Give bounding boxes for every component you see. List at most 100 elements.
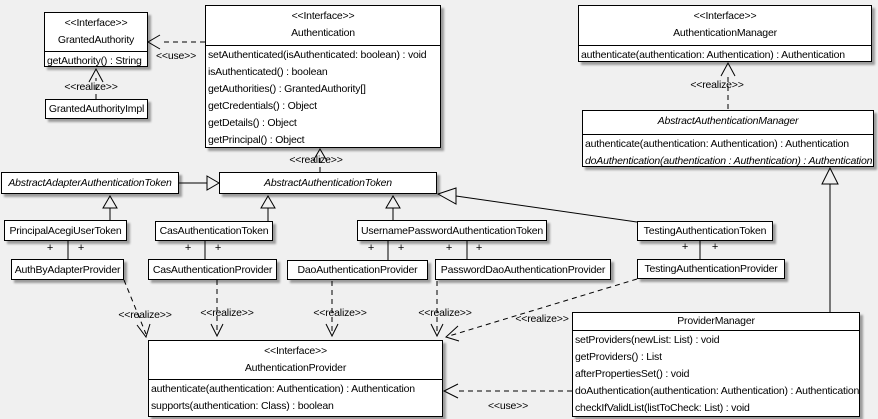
class-casauthenticationprovider[interactable]: CasAuthenticationProvider [148, 259, 277, 280]
class-abstractauthenticationtoken[interactable]: AbstractAuthenticationToken [219, 172, 437, 194]
method-label: getProviders() : List [575, 351, 662, 363]
association-end-plus: + [397, 242, 405, 254]
class-grantedauthority[interactable]: <<Interface>> GrantedAuthority getAuthor… [44, 12, 148, 67]
class-name: AuthenticationProvider [244, 362, 347, 374]
methods-compartment: setAuthenticated(isAuthenticated: boolea… [206, 45, 440, 147]
class-name: AbstractAdapterAuthenticationToken [8, 177, 172, 189]
realize-edge-grantedauthorityimpl-to-grantedauthority [88, 67, 104, 99]
association-end-plus: + [711, 241, 719, 253]
class-name: ProviderManager [677, 315, 755, 327]
association-end-plus: + [184, 242, 192, 254]
realize-label: <<realize>> [118, 309, 172, 321]
class-name: GrantedAuthority [57, 34, 135, 46]
class-authbyadapterprovider[interactable]: AuthByAdapterProvider [11, 259, 124, 280]
method-label: isAuthenticated() : boolean [208, 66, 328, 78]
realize-label: <<realize>> [690, 79, 744, 91]
class-name: AbstractAuthenticationToken [264, 177, 392, 189]
stereotype-label: <<Interface>> [264, 345, 327, 357]
class-testingauthenticationtoken[interactable]: TestingAuthenticationToken [637, 221, 773, 241]
method-label: setProviders(newList: List) : void [575, 334, 720, 346]
class-name: PrincipalAcegiUserToken [9, 224, 122, 237]
realize-label: <<realize>> [313, 307, 367, 319]
method-label: authenticate(authentication: Authenticat… [151, 383, 415, 395]
class-header: <<Interface>> AuthenticationManager [579, 6, 871, 45]
method-label: authenticate(authentication: Authenticat… [585, 138, 849, 150]
class-name: TestingAuthenticationProvider [644, 263, 778, 275]
realize-label: <<realize>> [64, 81, 118, 93]
method-label: getDetails() : Object [208, 117, 297, 129]
class-name: AuthByAdapterProvider [14, 263, 121, 276]
realize-edge-casauthenticationprovider [210, 280, 224, 338]
generalization-edge-casauthenticationtoken [260, 195, 276, 221]
use-label: <<use>> [487, 400, 529, 412]
class-header: <<Interface>> AuthenticationProvider [149, 341, 442, 379]
generalization-edge-principalacegiusertoken [102, 195, 118, 220]
realize-edge-daoauthenticationprovider [325, 281, 339, 338]
association-end-plus: + [475, 242, 483, 254]
stereotype-label: <<Interface>> [693, 10, 757, 22]
class-casauthenticationtoken[interactable]: CasAuthenticationToken [155, 221, 273, 241]
realize-label: <<realize>> [200, 307, 254, 319]
class-name: TestingAuthenticationToken [643, 225, 767, 237]
method-label: doAuthentication(authentication : Authen… [585, 155, 873, 167]
class-name: AbstractAuthenticationManager [657, 115, 799, 127]
use-label: <<use>> [155, 50, 197, 62]
generalization-edge-abstractadapter-to-abstracttoken [179, 175, 220, 191]
class-providermanager[interactable]: ProviderManager setProviders(newList: Li… [572, 312, 860, 417]
method-label: setAuthenticated(isAuthenticated: boolea… [208, 49, 427, 61]
method-label: getAuthorities() : GrantedAuthority[] [208, 83, 366, 95]
class-authenticationprovider[interactable]: <<Interface>> AuthenticationProvider aut… [148, 340, 443, 417]
method-label: checkIfValidList(listToCheck: List) : vo… [575, 402, 750, 414]
class-name: AuthenticationManager [673, 27, 777, 39]
methods-compartment: authenticate(authentication: Authenticat… [583, 134, 873, 167]
class-name: GrantedAuthorityImpl [48, 103, 145, 115]
realize-label: <<realize>> [515, 313, 569, 325]
association-end-plus: + [681, 241, 689, 253]
method-label: supports(authentication: Class) : boolea… [151, 400, 334, 412]
class-grantedauthorityimpl[interactable]: GrantedAuthorityImpl [45, 99, 148, 119]
class-passworddaoauthenticationprovider[interactable]: PasswordDaoAuthenticationProvider [435, 259, 611, 280]
method-label: getAuthority() : String [47, 55, 142, 67]
realize-edge-abstractauthenticationtoken-to-authentication [312, 148, 328, 172]
realize-edge-passworddaoauthenticationprovider [430, 281, 444, 338]
class-principalacegiusertoken[interactable]: PrincipalAcegiUserToken [4, 220, 127, 241]
class-authenticationmanager[interactable]: <<Interface>> AuthenticationManager auth… [578, 5, 872, 62]
class-usernamepasswordauthenticationtoken[interactable]: UsernamePasswordAuthenticationToken [357, 220, 547, 241]
use-edge-authentication-to-grantedauthority [147, 34, 205, 50]
stereotype-label: <<Interface>> [64, 17, 128, 29]
class-daoauthenticationprovider[interactable]: DaoAuthenticationProvider [287, 260, 428, 280]
method-label: afterPropertiesSet() : void [575, 368, 690, 380]
class-name: PasswordDaoAuthenticationProvider [440, 263, 606, 276]
method-label: doAuthentication(authentication: Authent… [575, 385, 860, 397]
methods-compartment: authenticate(authentication: Authenticat… [579, 45, 871, 61]
realize-label: <<realize>> [418, 307, 472, 319]
class-authentication[interactable]: <<Interface>> Authentication setAuthenti… [205, 5, 441, 148]
realize-edge-testingauthenticationprovider [445, 278, 638, 342]
methods-compartment: authenticate(authentication: Authenticat… [149, 379, 442, 415]
generalization-edge-testingauthenticationtoken [436, 187, 638, 223]
class-header: ProviderManager [573, 313, 859, 330]
realize-edge-authbyadapterprovider [123, 279, 151, 339]
realize-label: <<realize>> [289, 154, 343, 166]
class-name: CasAuthenticationToken [159, 225, 269, 237]
class-abstractauthenticationmanager[interactable]: AbstractAuthenticationManager authentica… [582, 110, 874, 167]
methods-compartment: setProviders(newList: List) : void getPr… [573, 330, 860, 416]
class-header: <<Interface>> Authentication [206, 6, 440, 45]
use-edge-providermanager-to-authenticationprovider [442, 383, 572, 399]
class-testingauthenticationprovider[interactable]: TestingAuthenticationProvider [637, 259, 785, 279]
class-abstractadapterauthenticationtoken[interactable]: AbstractAdapterAuthenticationToken [1, 172, 179, 194]
stereotype-label: <<Interface>> [291, 10, 355, 22]
generalization-edge-usernamepasswordtoken [385, 195, 401, 220]
generalization-edge-providermanager-to-abstractauthenticationmanager [821, 166, 839, 312]
class-name: UsernamePasswordAuthenticationToken [360, 224, 544, 237]
class-name: CasAuthenticationProvider [152, 263, 273, 276]
class-header: <<Interface>> GrantedAuthority [45, 13, 147, 51]
class-name: DaoAuthenticationProvider [297, 264, 418, 276]
method-label: authenticate(authentication: Authenticat… [581, 49, 845, 61]
methods-compartment: getAuthority() : String [45, 51, 147, 67]
association-end-plus: + [77, 242, 85, 254]
association-end-plus: + [445, 242, 453, 254]
class-name: Authentication [291, 27, 355, 39]
